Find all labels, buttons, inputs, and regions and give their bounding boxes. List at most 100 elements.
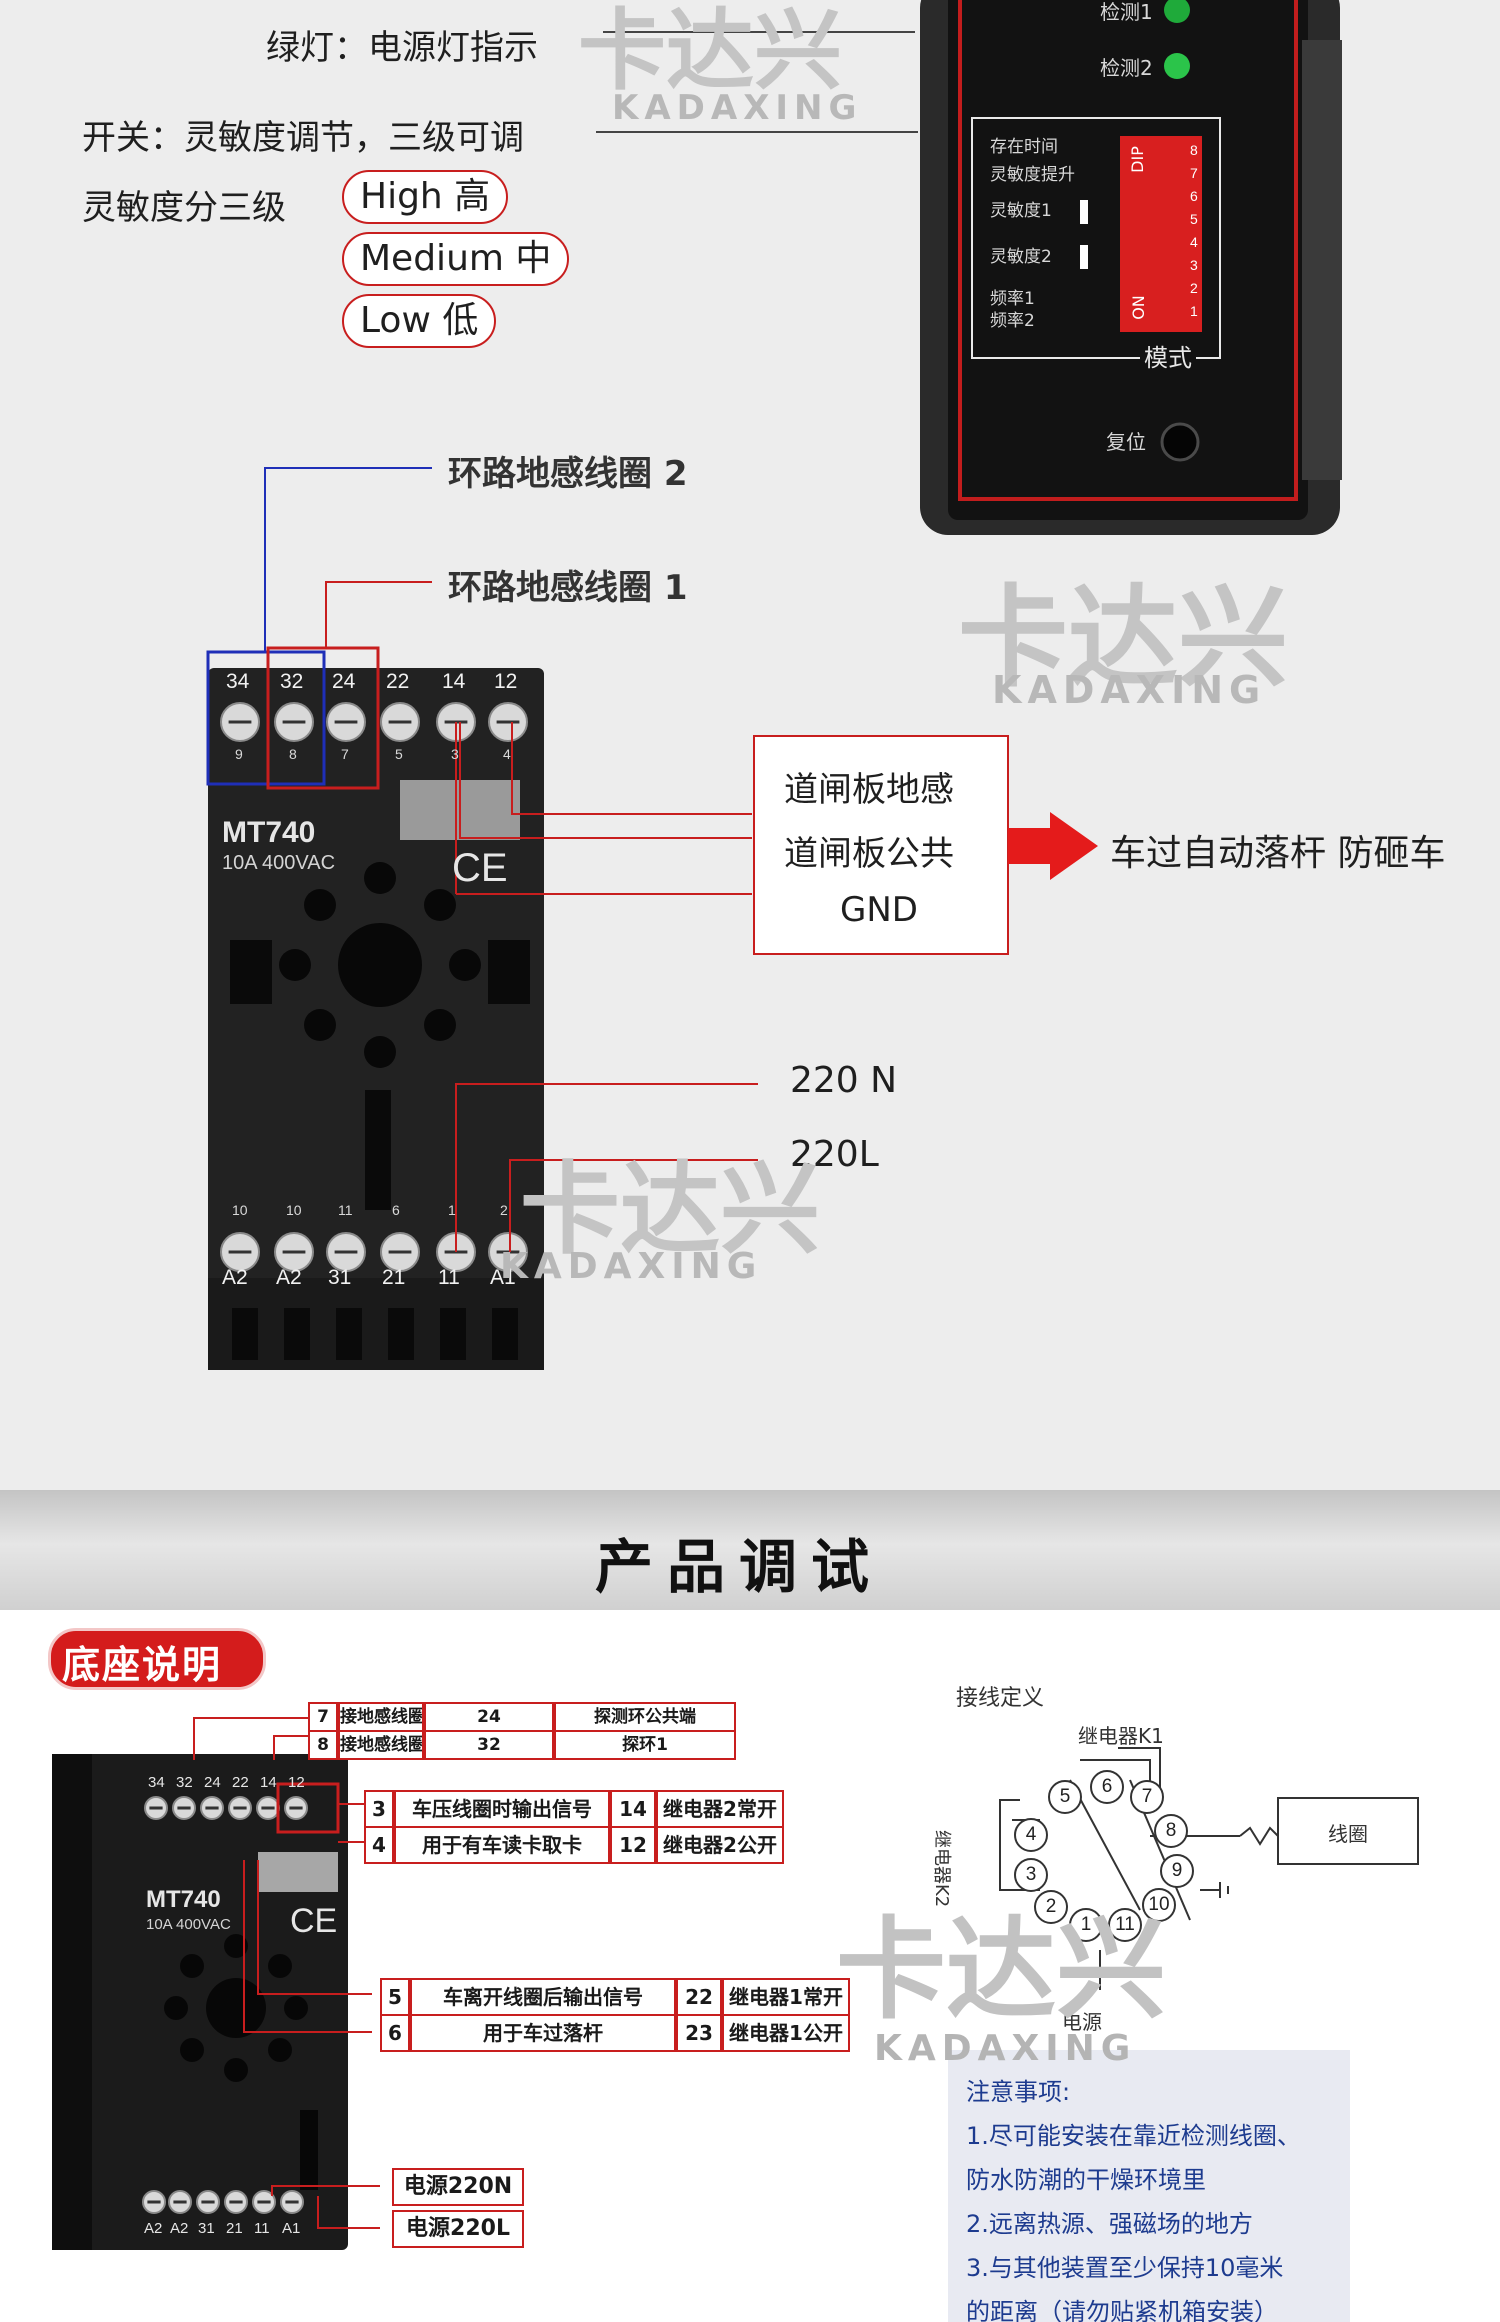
power-label: 电源 [1062, 2010, 1102, 2034]
watermark-en-3: KADAXING [500, 1246, 763, 1287]
wiring-pin: 5 [1048, 1780, 1082, 1814]
watermark-en-2: KADAXING [992, 668, 1267, 712]
terminal-desc2: 继电器2公开 [656, 1826, 784, 1864]
socket-bottom-terminal-sub: 10 [232, 1202, 248, 1218]
dip-label: 存在时间 [990, 137, 1058, 157]
socket-model: MT740 [222, 816, 316, 849]
bottom-socket-top-terminal: 24 [204, 1774, 221, 1791]
socket-bottom-terminal-sub: 1 [448, 1202, 456, 1218]
notes-line: 2.远离热源、强磁场的地方 [966, 2210, 1253, 2238]
sensitivity-high: High 高 [342, 170, 509, 224]
watermark-cn-2: 卡达兴 [958, 574, 1288, 702]
section-banner [0, 1490, 1500, 1610]
dip-label: 灵敏度1 [990, 201, 1052, 221]
socket-top-terminal: 24 [332, 670, 356, 693]
mode-label: 模式 [1140, 338, 1196, 373]
terminal-num: 8 [308, 1730, 338, 1760]
power-l-label: 220L [790, 1134, 879, 1175]
terminal-desc: 车离开线圈后输出信号 [410, 1978, 676, 2016]
wiring-pin: 7 [1130, 1780, 1164, 1814]
bottom-socket-bottom-terminal: 31 [198, 2220, 215, 2237]
terminal-num: 6 [380, 2014, 410, 2052]
bottom-panel [0, 1610, 1500, 2322]
socket-bottom-terminal: A2 [276, 1266, 302, 1289]
terminal-desc2: 继电器1公开 [722, 2014, 850, 2052]
terminal-num2: 12 [610, 1826, 656, 1864]
terminal-desc2: 探环1 [554, 1730, 736, 1760]
terminal-num2: 14 [610, 1790, 656, 1828]
dip-number: 8 [1190, 142, 1198, 158]
socket-top-terminal-sub: 3 [451, 746, 459, 762]
terminal-num2: 22 [676, 1978, 722, 2016]
bottom-socket-bottom-terminal: A1 [282, 2220, 301, 2237]
section-title: 产品调试 [595, 1533, 884, 1601]
bottom-socket-top-terminal: 32 [176, 1774, 193, 1791]
socket-bottom-terminal: A2 [222, 1266, 248, 1289]
bottom-socket-top-terminal: 12 [288, 1774, 305, 1791]
dip-number: 4 [1190, 234, 1198, 250]
wiring-pin: 11 [1108, 1908, 1142, 1942]
socket-bottom-terminal-sub: 11 [338, 1202, 353, 1218]
socket-bottom-terminal-sub: 6 [392, 1202, 400, 1218]
socket-top-terminal: 22 [386, 670, 410, 693]
ce-mark: CE [452, 846, 508, 890]
notes-line: 3.与其他装置至少保持10毫米 [966, 2254, 1284, 2282]
sensitivity-label: 灵敏度分三级 [82, 188, 286, 228]
socket-top-terminal: 32 [280, 670, 304, 693]
socket-bottom-terminal: 21 [382, 1266, 406, 1289]
bottom-socket-bottom-terminal: 21 [226, 2220, 243, 2237]
power-n-label: 220 N [790, 1060, 898, 1101]
coil-1-label: 环路地感线圈 1 [448, 568, 688, 608]
relay-k1-label: 继电器K1 [1078, 1724, 1164, 1748]
terminal-num2: 24 [424, 1702, 554, 1732]
watermark-cn-1: 卡达兴 [578, 0, 843, 102]
dip-number: 7 [1190, 165, 1198, 181]
dip-number: 1 [1190, 303, 1198, 319]
dip-label: 频率2 [990, 311, 1035, 331]
wiring-pin: 9 [1160, 1854, 1194, 1888]
bottom-socket-top-terminal: 14 [260, 1774, 277, 1791]
dip-number: 2 [1190, 280, 1198, 296]
bottom-socket-top-terminal: 34 [148, 1774, 165, 1791]
socket-top-terminal-sub: 5 [395, 746, 403, 762]
arrow-icon [1008, 812, 1098, 880]
watermark-en-1: KADAXING [612, 88, 863, 128]
terminal-num2: 32 [424, 1730, 554, 1760]
notes-line: 1.尽可能安装在靠近检测线圈、 [966, 2122, 1301, 2150]
terminal-desc: 接地感线圈 [338, 1730, 424, 1760]
dip-label: 灵敏度2 [990, 247, 1052, 267]
wiring-title: 接线定义 [956, 1686, 1045, 1711]
bottom-socket-rating: 10A 400VAC [146, 1916, 231, 1933]
bottom-socket-top-terminal: 22 [232, 1774, 249, 1791]
base-title: 底座说明 [62, 1643, 223, 1687]
dip-number: 6 [1190, 188, 1198, 204]
terminal-num: 4 [364, 1826, 394, 1864]
socket-top-terminal-sub: 4 [503, 746, 511, 762]
socket-top-terminal-sub: 7 [341, 746, 349, 762]
callout-box [753, 735, 1009, 955]
socket-bottom-terminal: 31 [328, 1266, 352, 1289]
result-text: 车过自动落杆 防砸车 [1110, 833, 1446, 874]
bottom-socket-bottom-terminal: A2 [170, 2220, 189, 2237]
wiring-pin: 10 [1142, 1888, 1176, 1922]
callout-line-ground-sensor: 道闸板地感 [784, 770, 954, 810]
callout-line-common: 道闸板公共 [784, 834, 954, 874]
base-title-badge [48, 1628, 266, 1690]
terminal-num: 7 [308, 1702, 338, 1732]
bottom-ce-mark: CE [290, 1902, 338, 1940]
power-220l-row: 电源220L [392, 2210, 524, 2248]
green-light-label: 绿灯：电源灯指示 [266, 28, 538, 68]
socket-top-terminal: 14 [442, 670, 466, 693]
notes-line: 防水防潮的干燥环境里 [966, 2166, 1206, 2194]
watermark-en-4: KADAXING [874, 2028, 1137, 2069]
socket-top-terminal: 12 [494, 670, 518, 693]
coil-label: 线圈 [1328, 1822, 1368, 1846]
wiring-pin: 6 [1090, 1770, 1124, 1804]
socket-bottom-terminal-sub: 10 [286, 1202, 302, 1218]
bottom-socket-bottom-terminal: A2 [144, 2220, 163, 2237]
watermark-cn-4: 卡达兴 [836, 1906, 1166, 2034]
sensitivity-low: Low 低 [342, 294, 497, 348]
terminal-num: 5 [380, 1978, 410, 2016]
terminal-desc: 接地感线圈 [338, 1702, 424, 1732]
